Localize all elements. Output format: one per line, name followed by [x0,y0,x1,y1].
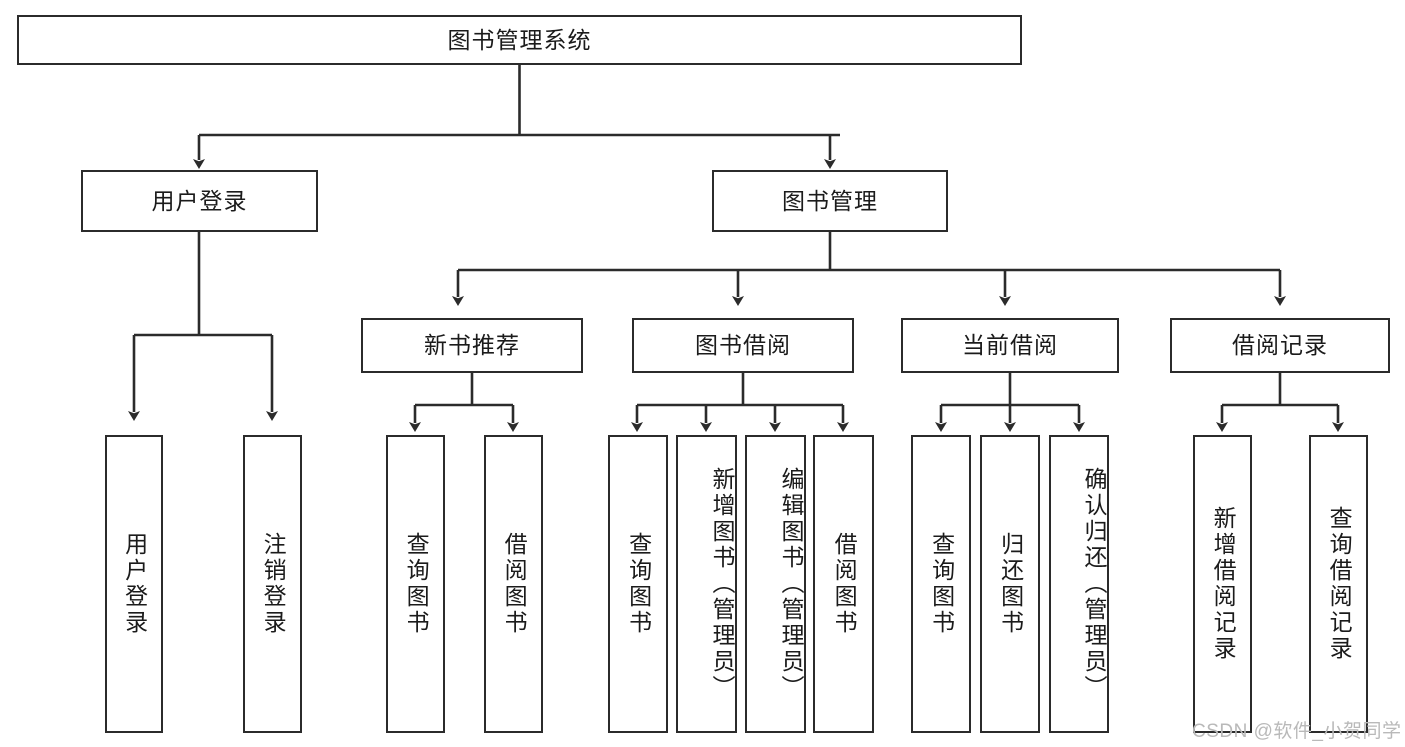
leaf-add-book-admin[interactable]: 新增图书（管理员） [676,435,737,733]
leaf-query-book-borrow[interactable]: 查询图书 [608,435,668,733]
leaf-return-book[interactable]: 归还图书 [980,435,1040,733]
leaf-logout[interactable]: 注销登录 [243,435,302,733]
leaf-query-borrow-record[interactable]: 查询借阅记录 [1309,435,1368,733]
node-current-borrow[interactable]: 当前借阅 [901,318,1119,373]
node-user-login[interactable]: 用户登录 [81,170,318,232]
leaf-borrow-book[interactable]: 借阅图书 [813,435,874,733]
leaf-add-borrow-record[interactable]: 新增借阅记录 [1193,435,1252,733]
leaf-edit-book-admin[interactable]: 编辑图书（管理员） [745,435,806,733]
node-new-book-recommend[interactable]: 新书推荐 [361,318,583,373]
leaf-query-book-current[interactable]: 查询图书 [911,435,971,733]
node-book-borrow[interactable]: 图书借阅 [632,318,854,373]
node-root[interactable]: 图书管理系统 [17,15,1022,65]
leaf-confirm-return-admin[interactable]: 确认归还（管理员） [1049,435,1109,733]
node-book-management[interactable]: 图书管理 [712,170,948,232]
leaf-query-book-recommend[interactable]: 查询图书 [386,435,445,733]
csdn-watermark: CSDN @软件_小贺同学 [1192,721,1402,742]
node-borrow-record[interactable]: 借阅记录 [1170,318,1390,373]
leaf-borrow-book-recommend[interactable]: 借阅图书 [484,435,543,733]
leaf-user-login[interactable]: 用户登录 [105,435,163,733]
